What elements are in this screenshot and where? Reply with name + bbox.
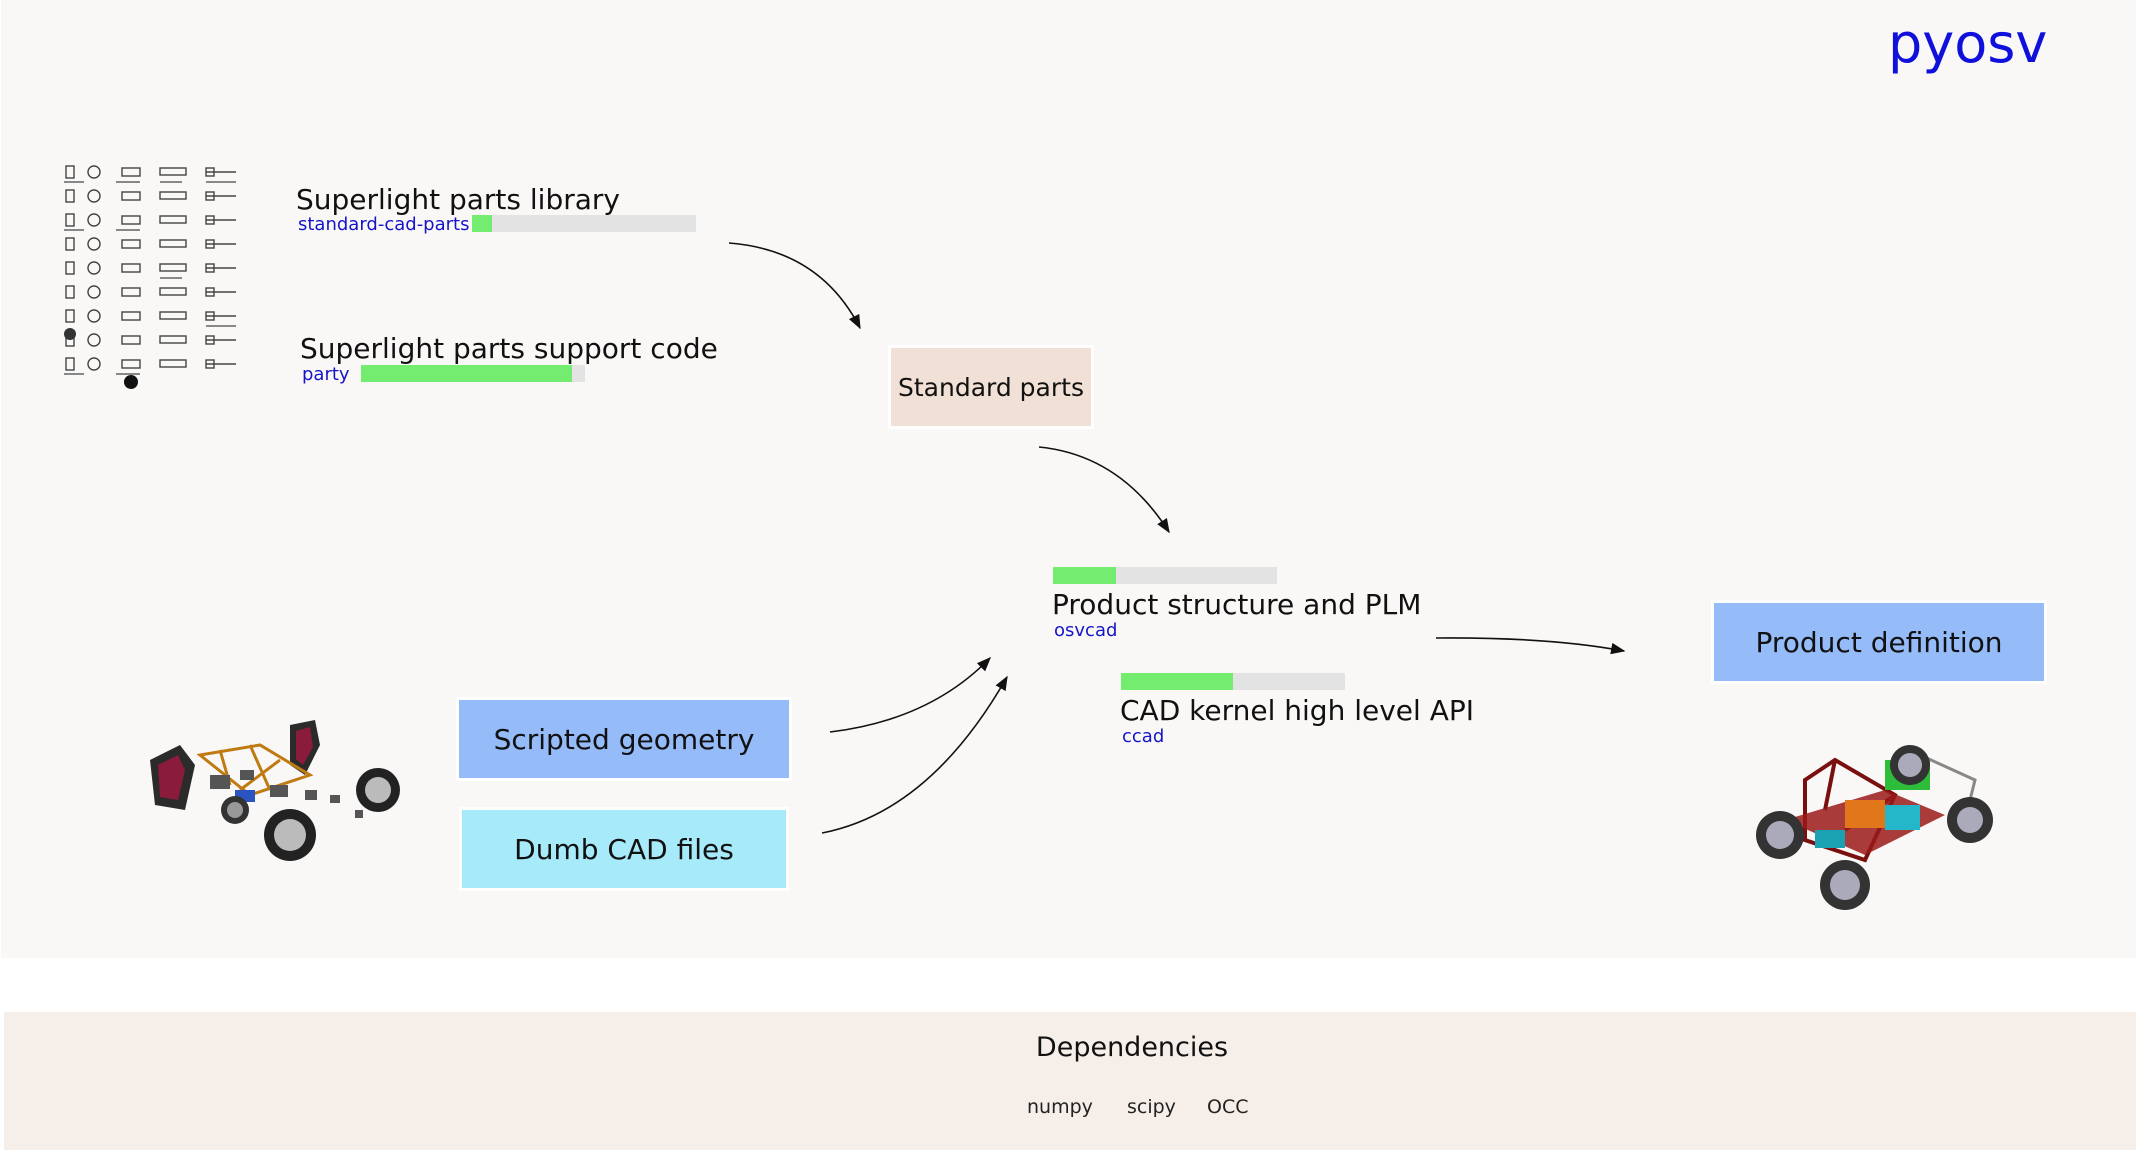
plm-title: Product structure and PLM: [1052, 588, 1422, 621]
parts-library-package-link[interactable]: standard-cad-parts: [298, 214, 470, 235]
arrow-dumb-cad-to-plm: [821, 675, 1008, 834]
progress-fill: [361, 365, 572, 382]
dependencies-panel: [4, 1012, 2136, 1150]
main-panel: [1, 0, 2136, 958]
plm-progress-bar: [1053, 567, 1277, 584]
progress-fill: [1053, 567, 1116, 584]
arrow-standard-parts-to-plm: [1038, 446, 1170, 534]
brand-title: pyosv: [1888, 12, 2048, 75]
standard-parts-catalog-image: [64, 165, 237, 389]
assembled-car-image: [1756, 745, 1993, 910]
cad-kernel-progress-bar: [1121, 673, 1345, 690]
parts-support-progress-bar: [361, 365, 585, 382]
parts-library-progress-bar: [472, 215, 696, 232]
arrow-scripted-to-plm: [829, 656, 992, 733]
cad-kernel-title: CAD kernel high level API: [1120, 694, 1475, 727]
dependency-occ: OCC: [1207, 1096, 1249, 1118]
dependency-numpy: numpy: [1027, 1096, 1093, 1118]
progress-fill: [1121, 673, 1233, 690]
dumb-cad-files-box: Dumb CAD files: [459, 807, 789, 891]
exploded-car-assembly-image: [150, 720, 400, 861]
parts-support-package-link[interactable]: party: [302, 364, 350, 385]
scripted-geometry-box: Scripted geometry: [456, 697, 792, 781]
product-definition-box: Product definition: [1711, 600, 2047, 684]
parts-library-title: Superlight parts library: [296, 183, 620, 216]
standard-parts-box: Standard parts: [888, 345, 1094, 429]
dependencies-title: Dependencies: [1035, 1032, 1229, 1063]
dependency-scipy: scipy: [1127, 1096, 1176, 1118]
plm-package-link[interactable]: osvcad: [1054, 620, 1118, 641]
arrow-library-to-standard-parts: [728, 242, 861, 330]
arrow-plm-to-product-definition: [1435, 637, 1626, 655]
progress-fill: [472, 215, 493, 232]
cad-kernel-package-link[interactable]: ccad: [1122, 726, 1165, 747]
parts-support-title: Superlight parts support code: [300, 332, 718, 365]
